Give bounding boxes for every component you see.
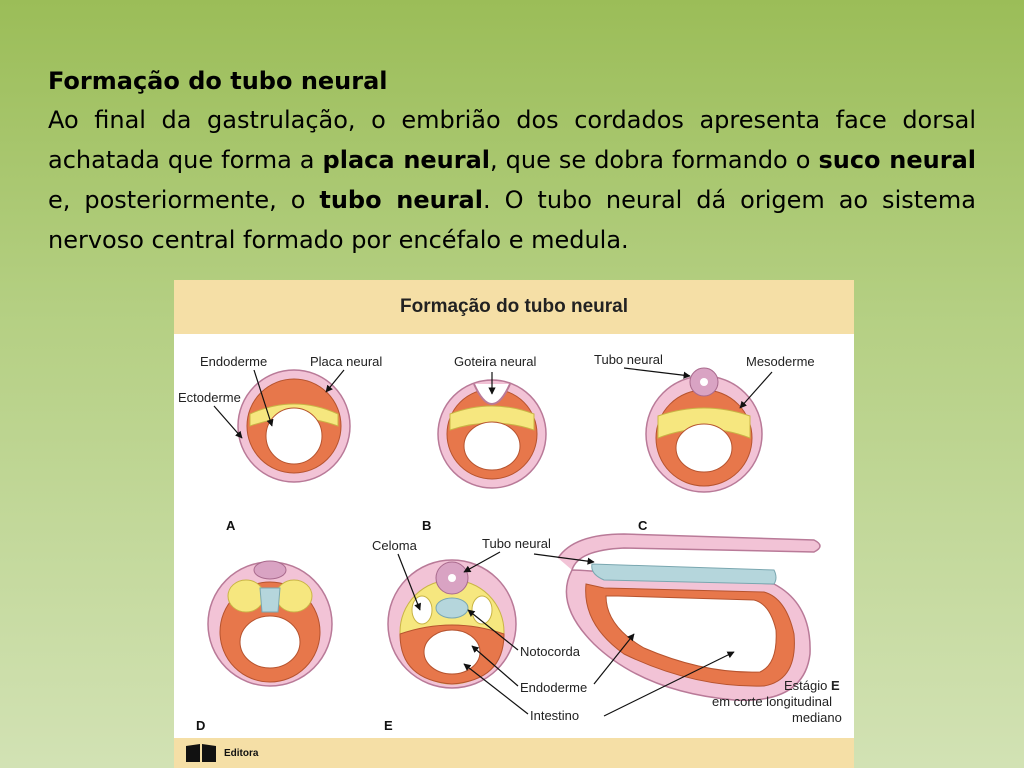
publisher-logo: Editora [184, 742, 258, 764]
stage-label-c: C [638, 518, 648, 533]
label-estagio: Estágio E [784, 678, 840, 693]
label-intestino: Intestino [530, 708, 579, 723]
label-notocorda: Notocorda [520, 644, 581, 659]
stage-d-embryo [207, 560, 333, 687]
stage-label-b: B [422, 518, 431, 533]
label-tubo-neural-e: Tubo neural [482, 536, 551, 551]
stage-label-a: A [226, 518, 236, 533]
body-segment: , que se dobra formando o [490, 146, 819, 174]
label-ectoderme: Ectoderme [178, 390, 241, 405]
stage-a-embryo [237, 369, 351, 483]
stage-c-embryo [645, 367, 763, 493]
embryo-diagram: A B C D E Endoderme Placa neural Ectoder… [178, 352, 842, 733]
slide-body: Ao final da gastrulação, o embrião dos c… [48, 100, 976, 260]
body-segment: e, posteriormente, o [48, 186, 320, 214]
stage-label-d: D [196, 718, 205, 733]
body-segment: Ao final da gastrulação, o embrião dos c… [48, 106, 976, 174]
label-mesoderme: Mesoderme [746, 354, 815, 369]
slide-text: Formação do tubo neural Ao final da gast… [48, 62, 976, 260]
publisher-name: Editora [224, 747, 259, 759]
label-endoderme-e: Endoderme [520, 680, 587, 695]
body-bold-tubo-neural: tubo neural [319, 186, 483, 214]
figure-footer: Editora [174, 738, 854, 768]
stage-e-longitudinal [557, 533, 821, 702]
stage-e-embryo [387, 559, 517, 689]
label-em-corte: em corte longitudinal [712, 694, 832, 709]
leader-lines [213, 367, 773, 717]
body-bold-placa-neural: placa neural [322, 146, 491, 174]
stage-label-e: E [384, 718, 393, 733]
body-segment: . O tubo neural dá origem ao sistema ner… [48, 186, 976, 254]
label-placa-neural: Placa neural [310, 354, 382, 369]
label-tubo-neural: Tubo neural [594, 352, 663, 367]
label-celoma: Celoma [372, 538, 418, 553]
label-goteira-neural: Goteira neural [454, 354, 536, 369]
embryology-figure: Formação do tubo neural [174, 280, 854, 768]
label-mediano: mediano [792, 710, 842, 725]
label-endoderme: Endoderme [200, 354, 267, 369]
body-bold-suco-neural: suco neural [818, 146, 976, 174]
book-icon [186, 744, 216, 762]
figure-header: Formação do tubo neural [174, 280, 854, 334]
slide-title: Formação do tubo neural [48, 67, 388, 95]
stage-b-embryo [437, 379, 547, 489]
